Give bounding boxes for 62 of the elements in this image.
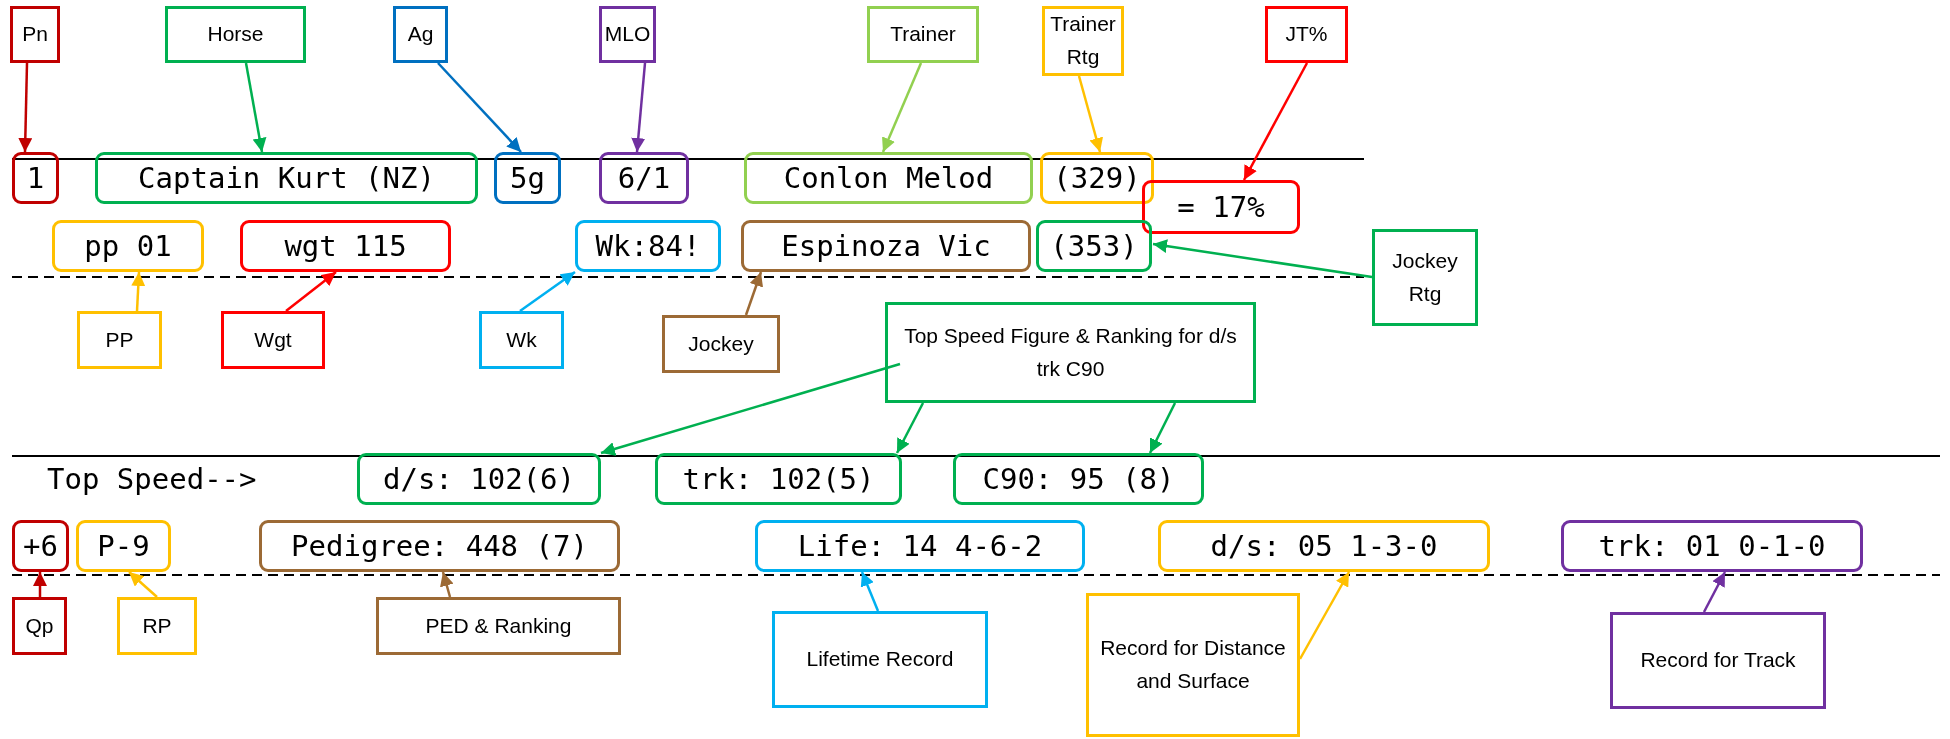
- arrow: [1152, 239, 1373, 279]
- annotation-box: Wk: [479, 311, 564, 369]
- arrow: [1148, 402, 1177, 454]
- arrow: [1242, 62, 1309, 181]
- arrow: [244, 62, 267, 153]
- annotation-box: Wgt: [221, 311, 325, 369]
- annotation-box: Horse: [165, 6, 306, 63]
- form-entry: Conlon Melod: [744, 152, 1033, 204]
- form-entry: 1: [12, 152, 59, 204]
- arrow: [895, 402, 925, 454]
- row-label: Top Speed-->: [47, 462, 257, 496]
- annotation-box: Top Speed Figure & Ranking for d/s trk C90: [885, 302, 1256, 403]
- annotation-box: Trainer: [867, 6, 979, 63]
- form-entry: P-9: [76, 520, 171, 572]
- arrow: [519, 271, 576, 312]
- form-entry: +6: [12, 520, 69, 572]
- form-entry: d/s: 05 1-3-0: [1158, 520, 1490, 572]
- arrow: [33, 572, 47, 597]
- form-entry: d/s: 102(6): [357, 453, 601, 505]
- annotation-box: Jockey: [662, 315, 780, 373]
- arrow: [437, 62, 522, 153]
- form-entry: wgt 115: [240, 220, 451, 272]
- form-entry: Captain Kurt (NZ): [95, 152, 478, 204]
- annotation-box: PED & Ranking: [376, 597, 621, 655]
- annotation-box: MLO: [599, 6, 656, 63]
- form-entry: (329): [1040, 152, 1154, 204]
- arrow: [881, 62, 923, 153]
- arrow: [131, 271, 146, 312]
- annotation-box: Record for Distance and Surface: [1086, 593, 1300, 737]
- annotation-box: PP: [77, 311, 162, 369]
- arrow: [1298, 571, 1351, 660]
- form-entry: Pedigree: 448 (7): [259, 520, 620, 572]
- arrow: [18, 62, 33, 153]
- form-entry: C90: 95 (8): [953, 453, 1204, 505]
- form-entry: Wk:84!: [575, 220, 721, 272]
- annotation-box: Qp: [12, 597, 67, 655]
- form-entry: trk: 102(5): [655, 453, 902, 505]
- form-entry: pp 01: [52, 220, 204, 272]
- arrow: [631, 62, 647, 153]
- arrow: [860, 571, 880, 612]
- arrow: [1702, 571, 1727, 613]
- annotation-box: Pn: [10, 6, 60, 63]
- arrow: [600, 362, 901, 456]
- arrow: [744, 271, 763, 316]
- form-entry: trk: 01 0-1-0: [1561, 520, 1863, 572]
- arrow: [440, 571, 454, 598]
- annotation-box: Trainer Rtg: [1042, 6, 1124, 76]
- form-entry: Life: 14 4-6-2: [755, 520, 1085, 572]
- arrow: [285, 271, 337, 312]
- annotation-box: Ag: [393, 6, 448, 63]
- annotation-box: JT%: [1265, 6, 1348, 63]
- form-entry: (353): [1036, 220, 1152, 272]
- annotation-box: Lifetime Record: [772, 611, 988, 708]
- form-entry: 6/1: [599, 152, 689, 204]
- form-entry: 5g: [494, 152, 561, 204]
- form-entry: Espinoza Vic: [741, 220, 1031, 272]
- arrow: [1077, 75, 1103, 153]
- annotation-box: Jockey Rtg: [1372, 229, 1478, 326]
- form-entry: = 17%: [1142, 180, 1300, 234]
- annotation-box: RP: [117, 597, 197, 655]
- arrow: [128, 571, 158, 598]
- annotation-box: Record for Track: [1610, 612, 1826, 709]
